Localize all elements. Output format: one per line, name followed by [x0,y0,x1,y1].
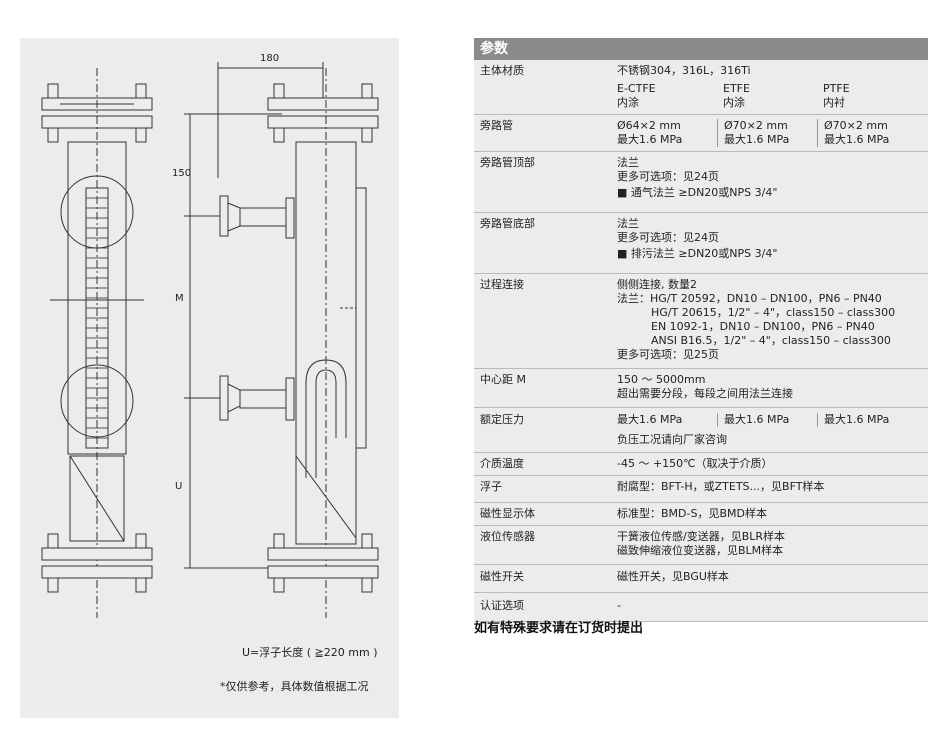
center-distance-line-2: 超出需要分段，每段之间用法兰连接 [617,387,793,400]
process-line-1: 侧侧连接, 数量2 [617,278,697,291]
temperature-label: 介质温度 [480,457,524,470]
row-bypass-bottom: 旁路管底部 法兰 更多可选项：见24页 ■ 排污法兰 ≥DN20或NPS 3/4… [474,213,928,274]
row-level-sensor: 液位传感器 干簧液位传感/变送器，见BLR样本 磁致伸缩液位变送器，见BLM样本 [474,526,928,565]
process-label: 过程连接 [480,278,524,291]
bypass-dim-3: Ø70×2 mm [824,119,888,132]
row-float: 浮子 耐腐型：BFT-H，或ZTETS...，见BFT样本 [474,476,928,503]
magnetic-switch-value: 磁性开关，见BGU样本 [617,570,729,583]
bypass-label: 旁路管 [480,119,513,132]
row-magnetic-switch: 磁性开关 磁性开关，见BGU样本 [474,565,928,593]
level-sensor-label: 液位传感器 [480,530,535,543]
process-line-6: 更多可选项：见25页 [617,348,719,361]
dim-m-label: M [175,293,184,304]
bypass-pressure-2: 最大1.6 MPa [724,133,790,146]
front-view [41,68,153,618]
bypass-bottom-line-1: 法兰 [617,217,639,230]
material-value: 不锈钢304，316L，316Ti [617,64,751,77]
reference-caption: *仅供参考，具体数值根据工况 [220,680,369,693]
float-value: 耐腐型：BFT-H，或ZTETS...，见BFT样本 [617,480,825,493]
row-magnetic-indicator: 磁性显示体 标准型：BMD-S，见BMD样本 [474,503,928,526]
float-label: 浮子 [480,480,502,493]
side-view [219,68,379,618]
process-line-3: HG/T 20615，1/2" – 4"，class150 – class300 [651,306,896,319]
bypass-pressure-1: 最大1.6 MPa [617,133,683,146]
spec-table: 参数 主体材质 不锈钢304，316L，316Ti E-CTFE 内涂 ETFE… [474,38,928,622]
temperature-value: -45 ～ +150℃（取决于介质） [617,457,773,470]
level-sensor-line-2: 磁致伸缩液位变送器，见BLM样本 [617,544,784,557]
pressure-label: 额定压力 [480,413,524,426]
center-distance-label: 中心距 M [480,373,526,386]
center-distance-line-1: 150 ～ 5000mm [617,373,706,386]
magnetic-indicator-value: 标准型：BMD-S，见BMD样本 [617,507,767,520]
row-certification: 认证选项 - [474,593,928,622]
row-material: 主体材质 不锈钢304，316L，316Ti E-CTFE 内涂 ETFE 内涂… [474,60,928,115]
certification-label: 认证选项 [480,599,524,612]
material-label: 主体材质 [480,64,524,77]
ptfe-label: PTFE [823,82,850,95]
bypass-top-line-1: 法兰 [617,156,639,169]
level-sensor-line-1: 干簧液位传感/变送器，见BLR样本 [617,530,786,543]
certification-value: - [617,599,621,612]
ectfe-sub: 内涂 [617,96,639,109]
technical-drawing-panel: 180 150 M U U=浮子长度 ( ≧220 mm ) *仅供参考，具体数… [20,38,399,718]
row-bypass: 旁路管 Ø64×2 mm 最大1.6 MPa Ø70×2 mm 最大1.6 MP… [474,115,928,152]
etfe-label: ETFE [723,82,750,95]
row-process: 过程连接 侧侧连接, 数量2 法兰：HG/T 20592，DN10 – DN10… [474,274,928,369]
process-line-2: 法兰：HG/T 20592，DN10 – DN100，PN6 – PN40 [617,292,882,305]
bypass-top-line-2: 更多可选项：见24页 [617,170,719,183]
bypass-dim-2: Ø70×2 mm [724,119,788,132]
dimension-lines [184,62,324,569]
row-center-distance: 中心距 M 150 ～ 5000mm 超出需要分段，每段之间用法兰连接 [474,369,928,408]
float-length-caption: U=浮子长度 ( ≧220 mm ) [242,646,378,659]
bypass-bottom-line-3: ■ 排污法兰 ≥DN20或NPS 3/4" [617,247,778,260]
ptfe-sub: 内衬 [823,96,845,109]
pressure-value-2: 最大1.6 MPa [717,413,817,427]
row-temperature: 介质温度 -45 ～ +150℃（取决于介质） [474,453,928,476]
bypass-dim-1: Ø64×2 mm [617,119,681,132]
spec-title: 参数 [474,38,928,60]
row-bypass-top: 旁路管顶部 法兰 更多可选项：见24页 ■ 通气法兰 ≥DN20或NPS 3/4… [474,152,928,213]
bypass-top-label: 旁路管顶部 [480,156,535,169]
process-line-4: EN 1092-1，DN10 – DN100，PN6 – PN40 [651,320,875,333]
magnetic-indicator-label: 磁性显示体 [480,507,535,520]
dim-180-label: 180 [260,53,280,64]
magnetic-switch-label: 磁性开关 [480,570,524,583]
pressure-value-1: 最大1.6 MPa [617,413,683,426]
ectfe-label: E-CTFE [617,82,656,95]
pressure-note: 负压工况请向厂家咨询 [617,433,727,446]
special-requirements-note: 如有特殊要求请在订货时提出 [474,621,644,636]
bypass-top-line-3: ■ 通气法兰 ≥DN20或NPS 3/4" [617,186,778,199]
dim-150-label: 150 [172,168,192,179]
process-line-5: ANSI B16.5，1/2" – 4"，class150 – class300 [651,334,891,347]
bypass-bottom-label: 旁路管底部 [480,217,535,230]
dim-u-label: U [175,481,183,492]
pressure-value-3: 最大1.6 MPa [817,413,917,427]
gauge-drawing [41,62,379,618]
etfe-sub: 内涂 [723,96,745,109]
bypass-pressure-3: 最大1.6 MPa [824,133,890,146]
bypass-bottom-line-2: 更多可选项：见24页 [617,231,719,244]
row-pressure: 额定压力 最大1.6 MPa 最大1.6 MPa 最大1.6 MPa 负压工况请… [474,408,928,453]
